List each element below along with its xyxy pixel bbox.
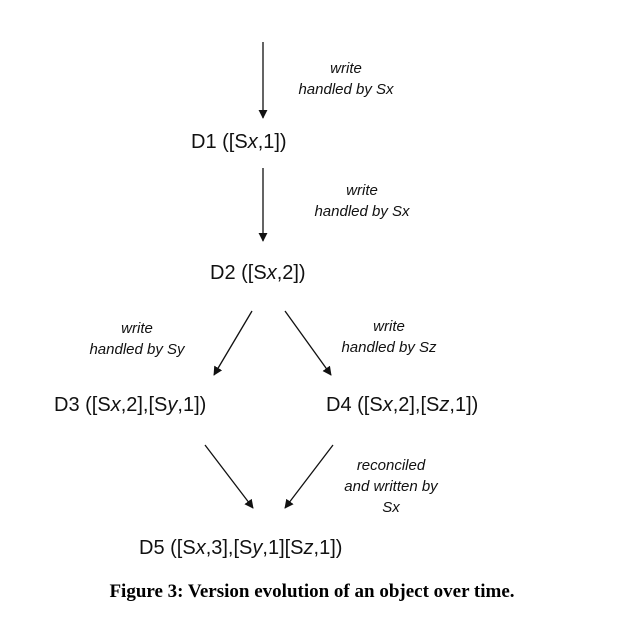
edge-label-write-d2-d4: write handled by Sz: [341, 318, 437, 356]
node-d5: D5 ([Sx,3],[Sy,1][Sz,1]): [139, 537, 343, 559]
arrow-d3-to-d5: [204, 444, 254, 509]
node-d4: D4 ([Sx,2],[Sz,1]): [326, 394, 479, 416]
arrow-d2-to-d3: [213, 310, 253, 376]
node-d1: D1 ([Sx,1]): [191, 131, 287, 153]
figure-caption: Figure 3: Version evolution of an object…: [109, 581, 515, 602]
edge-label-write-d1-d2: write handled by Sx: [314, 182, 410, 220]
arrow-d4-to-d5: [284, 444, 334, 509]
edge-label-reconciled-d4-d5: reconciled and written by Sx: [344, 457, 438, 516]
edge-label-write-to-d1: write handled by Sx: [298, 60, 394, 98]
node-d3: D3 ([Sx,2],[Sy,1]): [54, 394, 207, 416]
node-d2: D2 ([Sx,2]): [210, 262, 306, 284]
arrow-d2-to-d4: [284, 310, 332, 376]
edge-label-write-d2-d3: write handled by Sy: [89, 320, 185, 358]
